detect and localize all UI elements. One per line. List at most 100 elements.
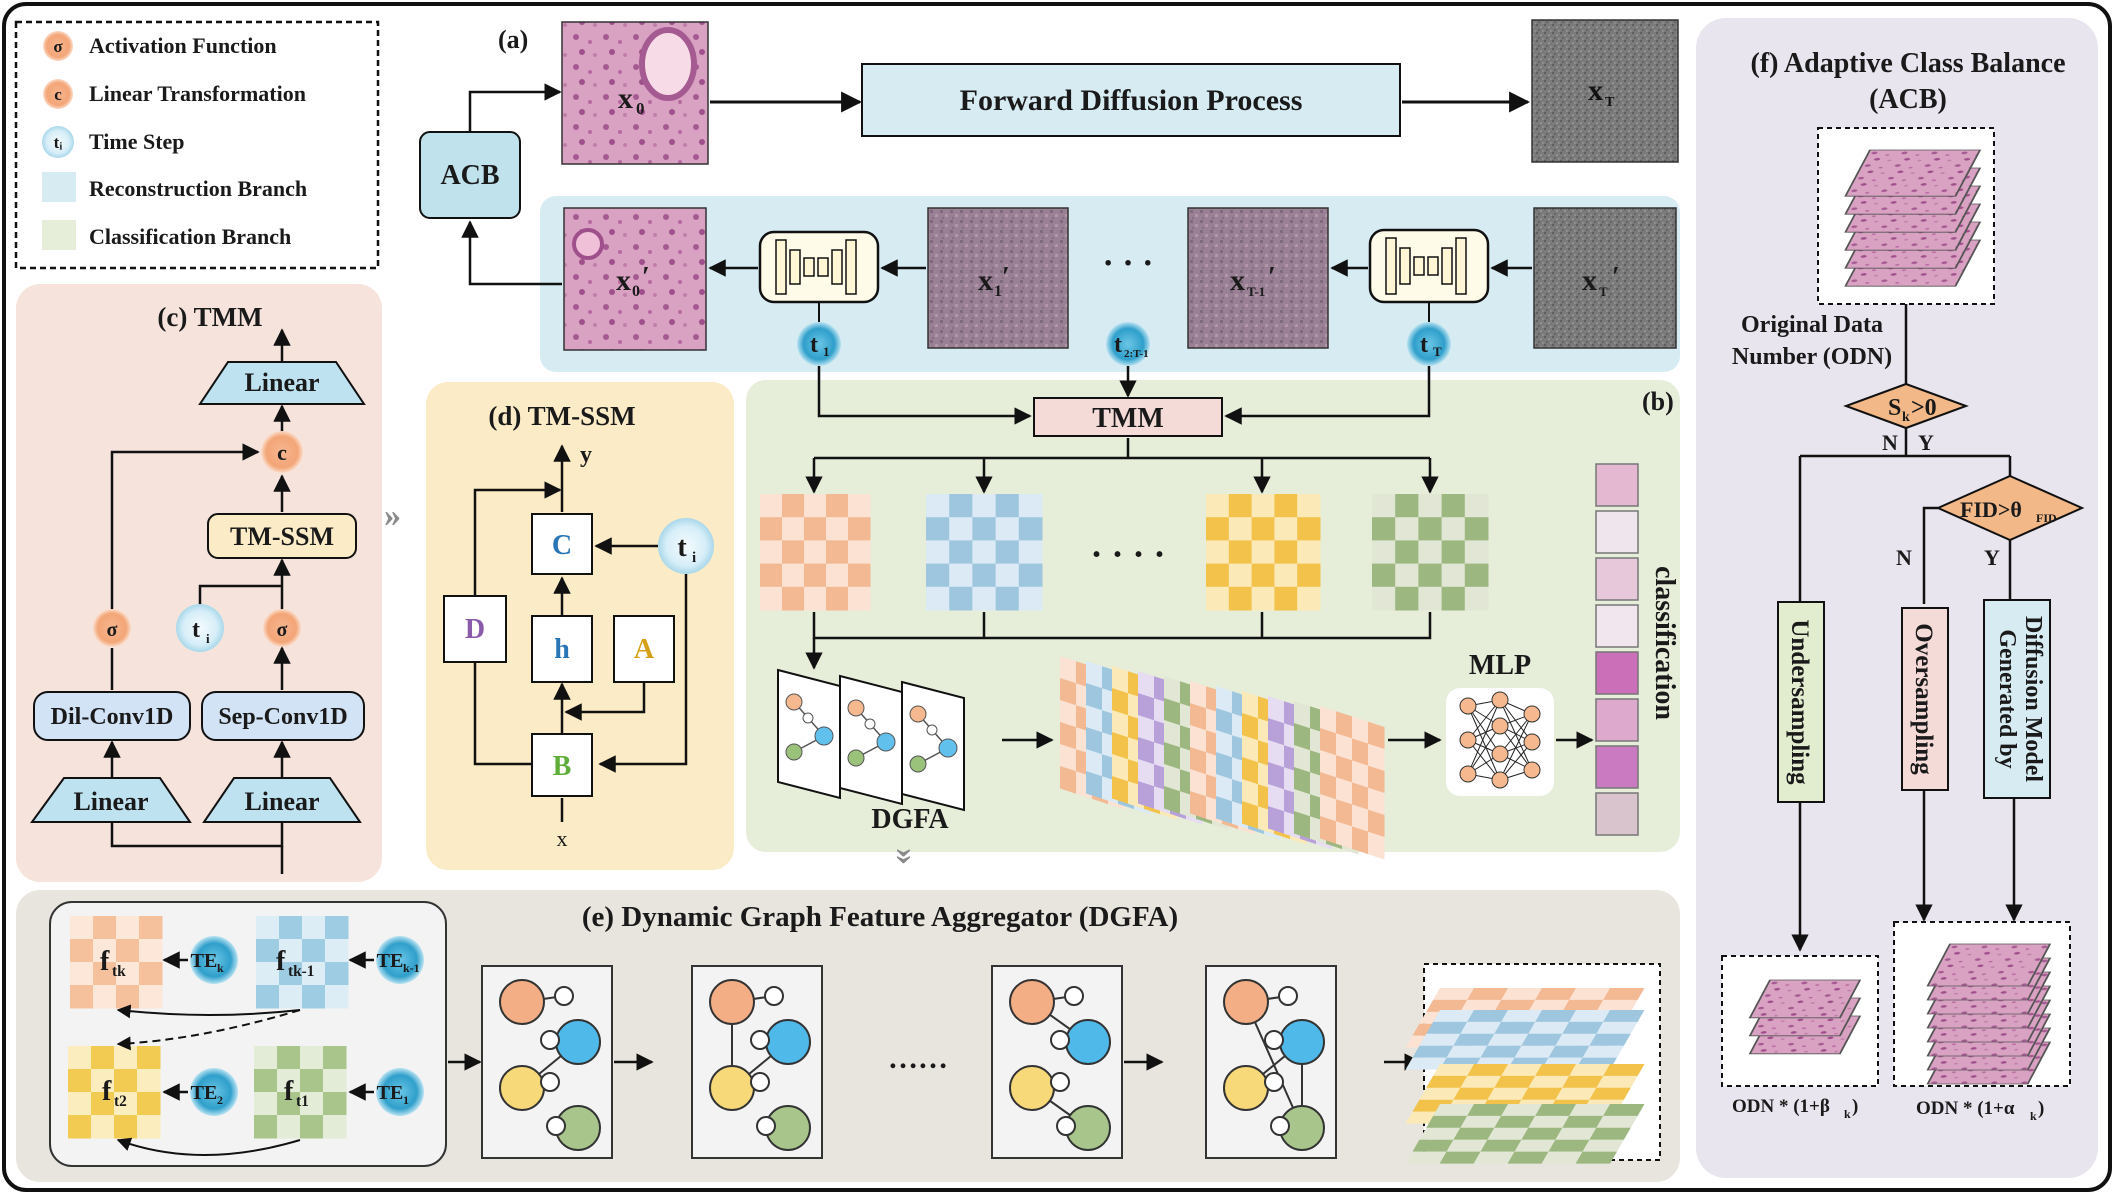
tmm-sigma-left: σ bbox=[107, 619, 118, 641]
classification-label: classification bbox=[1649, 566, 1680, 720]
undersampling-box: Undersampling bbox=[1786, 619, 1813, 785]
xTp-prime: ′ bbox=[1612, 262, 1620, 293]
feature-ftk1 bbox=[256, 916, 349, 1009]
feature-ftk bbox=[70, 916, 163, 1009]
t2-sub: 2:T-1 bbox=[1124, 348, 1149, 360]
tmssm-D: D bbox=[465, 614, 485, 645]
odn-line-2: Number (ODN) bbox=[1732, 344, 1892, 370]
sep-conv-box: Sep-Conv1D bbox=[218, 704, 347, 730]
feature-map-blue bbox=[926, 494, 1043, 611]
tmssm-y: y bbox=[580, 442, 592, 468]
feature-label-sub: t2 bbox=[114, 1093, 127, 1110]
output-layer bbox=[1405, 1010, 1645, 1070]
odn-beta-sub: k bbox=[1844, 1107, 1851, 1121]
tT-label: t bbox=[1420, 332, 1428, 358]
graph-node bbox=[1050, 1072, 1070, 1092]
acb-box: ACB bbox=[440, 160, 499, 191]
class-patch bbox=[1595, 510, 1639, 554]
graph-node bbox=[750, 1030, 770, 1050]
tmm-sigma-right: σ bbox=[277, 619, 288, 641]
te-label: TE bbox=[191, 1082, 218, 1104]
class-patch bbox=[1595, 745, 1639, 789]
recon-dots: · · · bbox=[1102, 245, 1153, 282]
panel-b-tag: (b) bbox=[1642, 387, 1674, 416]
feature-map-orange bbox=[760, 494, 871, 611]
activation-node-left bbox=[93, 609, 131, 647]
forward-diffusion-box: Forward Diffusion Process bbox=[960, 84, 1303, 117]
graph-node bbox=[1056, 1116, 1076, 1136]
sk-rest: >0 bbox=[1911, 395, 1937, 421]
odn-line-1: Original Data bbox=[1741, 312, 1883, 338]
generated-box-line-1: Generated by bbox=[1994, 629, 2020, 768]
activation-node-right bbox=[263, 609, 301, 647]
feature-label: f bbox=[276, 946, 286, 977]
feature-maps bbox=[760, 494, 1489, 611]
panel-a-tag: (a) bbox=[498, 25, 528, 54]
classification-patches bbox=[1595, 463, 1639, 836]
dgfa-title: (e) Dynamic Graph Feature Aggregator (DG… bbox=[582, 901, 1178, 933]
dil-conv-box: Dil-Conv1D bbox=[51, 704, 174, 730]
activation-icon bbox=[43, 31, 73, 61]
graph-node bbox=[1065, 1019, 1111, 1065]
output-stack-layers bbox=[1405, 988, 1645, 1164]
sk-no: N bbox=[1882, 430, 1898, 455]
sk-label: S bbox=[1888, 395, 1901, 421]
graph-node bbox=[1223, 1065, 1269, 1111]
feature-label-sub: t1 bbox=[296, 1093, 309, 1110]
mlp-label: MLP bbox=[1469, 650, 1531, 681]
xT-1-prime-image bbox=[1187, 207, 1329, 349]
x0-prime-image bbox=[563, 207, 707, 351]
feature-slice bbox=[1320, 706, 1385, 860]
tissue-layer bbox=[1926, 943, 2052, 987]
panel-acb: (f) Adaptive Class Balance (ACB) Origina… bbox=[1696, 18, 2098, 1178]
mlp-node bbox=[1459, 697, 1477, 715]
tmm-ti-sub: i bbox=[206, 631, 210, 646]
x0p-prime: ′ bbox=[642, 262, 650, 293]
graph-node bbox=[756, 1116, 776, 1136]
mlp-node bbox=[1491, 745, 1509, 763]
tmm-title: (c) TMM bbox=[157, 302, 262, 332]
odn-alpha-close: ) bbox=[2038, 1098, 2044, 1119]
feature-map-yellow bbox=[1206, 494, 1321, 611]
xT-sub: T bbox=[1605, 95, 1615, 110]
odn-alpha-label: ODN * (1+α bbox=[1916, 1098, 2015, 1119]
tmssm-h: h bbox=[554, 634, 570, 665]
graph-node bbox=[554, 986, 574, 1006]
te-sub: 1 bbox=[403, 1093, 409, 1107]
feature-label: f bbox=[100, 946, 110, 977]
legend-linear-label: Linear Transformation bbox=[89, 81, 306, 106]
class-patch bbox=[1595, 698, 1639, 742]
tissue-layer bbox=[1844, 149, 1982, 197]
panel-tmm: (c) TMM Linear c TM-SSM σ t i σ Dil-Conv… bbox=[16, 284, 382, 882]
graph-node bbox=[1009, 1065, 1055, 1111]
chevron-right-icon: » bbox=[384, 497, 401, 534]
graph-node bbox=[499, 1065, 545, 1111]
tmssm-C: C bbox=[552, 530, 572, 561]
graph-dots: …… bbox=[888, 1042, 948, 1075]
xT1p-sub: T-1 bbox=[1247, 284, 1265, 299]
tmssm-title: (d) TM-SSM bbox=[488, 401, 635, 431]
xT-image bbox=[1531, 19, 1679, 163]
unet-icon bbox=[758, 230, 880, 304]
graph-node bbox=[1278, 986, 1298, 1006]
graph-node bbox=[540, 1072, 560, 1092]
mlp-node bbox=[1459, 765, 1477, 783]
cls-tmm-box: TMM bbox=[1092, 403, 1164, 434]
graph-panel bbox=[481, 965, 613, 1159]
feature-label: f bbox=[284, 1076, 294, 1107]
graph-card bbox=[901, 680, 965, 812]
t1-sub: 1 bbox=[823, 344, 830, 359]
chevron-down-icon: » bbox=[888, 848, 925, 865]
sk-yes: Y bbox=[1918, 430, 1934, 455]
graph-node bbox=[709, 1065, 755, 1111]
feature-ft2 bbox=[68, 1046, 161, 1139]
timestep-node bbox=[176, 604, 224, 652]
dgfa-label: DGFA bbox=[871, 804, 949, 835]
tmm-linear-left: Linear bbox=[73, 787, 148, 816]
graph-node bbox=[1279, 1019, 1325, 1065]
graph-panel bbox=[991, 965, 1123, 1159]
x1p-label: x bbox=[978, 264, 993, 297]
